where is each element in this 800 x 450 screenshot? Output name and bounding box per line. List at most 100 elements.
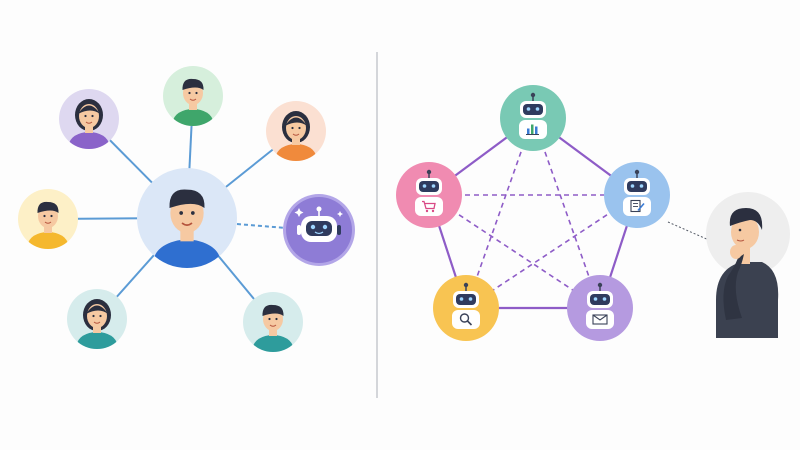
contact-avatar-4-man-avatar-icon	[18, 189, 78, 249]
shopping-cart-icon	[422, 200, 436, 213]
eye	[84, 114, 87, 118]
robot-body	[415, 197, 443, 216]
shirt	[28, 232, 68, 249]
hair-front	[169, 189, 205, 208]
agent-node-3	[604, 162, 670, 228]
robot-eye	[630, 184, 635, 188]
mouth	[292, 133, 300, 136]
eye	[179, 211, 184, 215]
neck	[292, 137, 300, 145]
eye	[275, 317, 278, 321]
contact-avatar-3-woman-avatar-icon	[266, 101, 326, 161]
eye	[291, 126, 294, 130]
eye	[91, 114, 94, 118]
antenna-tip	[597, 282, 603, 288]
robot-eye	[459, 297, 464, 301]
assistant-connection-dashed	[236, 223, 287, 229]
robot-visor	[419, 181, 439, 192]
antenna-tip	[634, 169, 640, 175]
antenna-tip	[426, 169, 432, 175]
agent-node-5	[567, 275, 633, 341]
neck	[740, 248, 750, 264]
agent-link-dashed-0-3	[465, 117, 534, 309]
eye	[191, 211, 195, 215]
robot-eye	[593, 297, 598, 301]
agent-node-4	[433, 275, 499, 341]
eye	[268, 317, 271, 321]
neck	[85, 125, 93, 133]
search-icon	[459, 313, 473, 326]
neck	[93, 325, 101, 333]
hair-front	[262, 304, 284, 316]
eye	[195, 91, 198, 95]
mouth	[736, 239, 745, 242]
central-user-person-avatar-icon	[137, 168, 237, 268]
robot-visor	[590, 294, 610, 305]
hair-front	[78, 105, 100, 114]
hair-front	[37, 201, 59, 213]
agent-link-dashed-1-4	[428, 194, 601, 309]
sparkle-icon	[337, 211, 343, 217]
document-edit-icon	[630, 199, 645, 213]
eye	[298, 126, 301, 130]
mouth	[189, 98, 197, 101]
hair-front	[86, 305, 108, 314]
antenna-tip	[463, 282, 469, 288]
shirt	[69, 132, 109, 149]
eye	[188, 91, 191, 95]
antenna-tip	[530, 92, 536, 98]
robot-visor	[523, 104, 543, 115]
robot-eye	[535, 107, 540, 111]
robot-body	[452, 310, 480, 329]
robot-ear	[337, 225, 341, 235]
mouth	[181, 222, 193, 226]
neck	[189, 102, 197, 110]
eye	[92, 314, 95, 318]
robot-eye	[422, 184, 427, 188]
neck	[269, 328, 277, 336]
robot-ear	[297, 225, 301, 235]
hair-front	[182, 78, 204, 90]
contact-avatar-5-woman-avatar-icon	[67, 289, 127, 349]
hand	[730, 245, 742, 259]
robot-smile	[314, 231, 324, 235]
robot-eye	[322, 224, 328, 230]
agent-node-2	[396, 162, 462, 228]
robot-visor	[456, 294, 476, 305]
mouth	[44, 221, 52, 224]
contact-avatar-2-man-avatar-icon	[163, 66, 223, 126]
robot-eye	[526, 107, 531, 111]
robot-visor	[627, 181, 647, 192]
shirt	[173, 109, 213, 126]
robot-eye	[431, 184, 436, 188]
mouth	[85, 121, 93, 124]
mouth	[93, 321, 101, 324]
eye	[43, 214, 46, 218]
human-network-nodes	[18, 66, 355, 352]
sparkle-icon	[294, 208, 304, 217]
contact-avatar-6-man-avatar-icon	[243, 292, 303, 352]
shirt	[253, 335, 293, 352]
agent-network-links	[427, 117, 719, 310]
robot-eye	[310, 224, 316, 230]
eye	[99, 314, 102, 318]
raised-arm	[723, 254, 744, 320]
chart-icon	[526, 124, 539, 135]
contact-avatar-1-woman-avatar-icon	[59, 89, 119, 149]
mouth	[269, 324, 277, 327]
robot-visor	[306, 221, 332, 236]
agent-network-nodes	[396, 85, 670, 341]
agent-link-dashed-0-4	[532, 117, 601, 309]
robot-eye	[639, 184, 644, 188]
assistant-ai-robot-icon	[283, 194, 355, 266]
agent-link-dashed-2-3	[465, 194, 638, 309]
robot-eye	[468, 297, 473, 301]
shirt	[153, 239, 221, 268]
antenna-tip	[316, 206, 322, 212]
hair-front	[285, 117, 307, 126]
shirt	[77, 332, 117, 349]
robot-eye	[602, 297, 607, 301]
hair	[729, 208, 763, 230]
